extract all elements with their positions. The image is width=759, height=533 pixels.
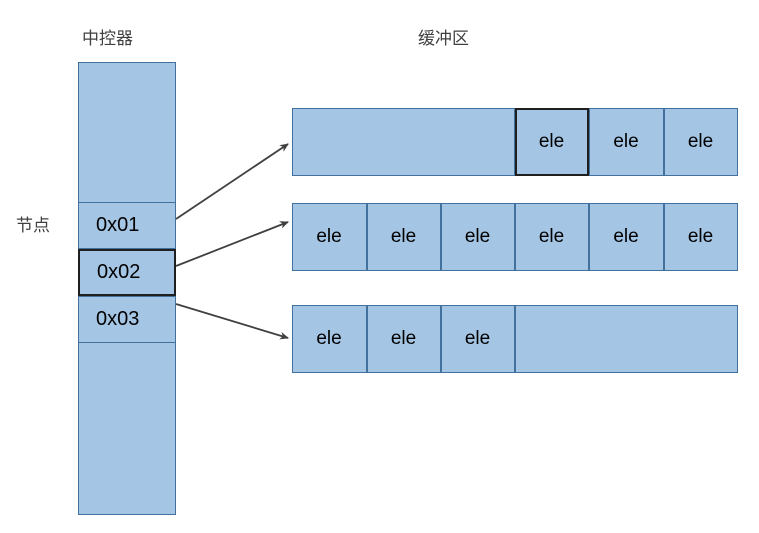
buffer-element-cell[interactable]: ele	[366, 304, 441, 373]
buffer-element-cell[interactable]: ele	[291, 304, 367, 373]
buffer-element-cell[interactable]: ele	[291, 202, 367, 271]
node-label: 节点	[16, 216, 50, 236]
buffer-element-cell[interactable]: ele	[588, 202, 664, 271]
buffer-element-cell[interactable]: ele	[440, 202, 515, 271]
buffer-element-cell[interactable]: ele	[440, 304, 515, 373]
controller-address-cell-0x02[interactable]: 0x02	[78, 249, 176, 296]
buffer-element-cell[interactable]: ele	[514, 107, 589, 176]
buffer-element-cell[interactable]: ele	[588, 107, 664, 176]
controller-address-cell-0x01[interactable]: 0x01	[78, 202, 176, 249]
arrow-0x03-to-row-3	[175, 303, 289, 340]
controller-address-cell-0x03[interactable]: 0x03	[78, 296, 176, 343]
buffer-element-cell[interactable]: ele	[514, 202, 589, 271]
buffer-element-cell[interactable]: ele	[366, 202, 441, 271]
arrow-0x01-to-row-1	[175, 143, 289, 220]
controller-heading: 中控器	[82, 29, 133, 49]
buffer-element-cell[interactable]: ele	[663, 202, 738, 271]
buffer-element-cell[interactable]: ele	[663, 107, 738, 176]
arrow-0x02-to-row-2	[175, 221, 289, 267]
buffer-empty-cell[interactable]	[291, 107, 515, 176]
buffer-heading: 缓冲区	[418, 29, 469, 49]
buffer-empty-cell[interactable]	[514, 304, 738, 373]
